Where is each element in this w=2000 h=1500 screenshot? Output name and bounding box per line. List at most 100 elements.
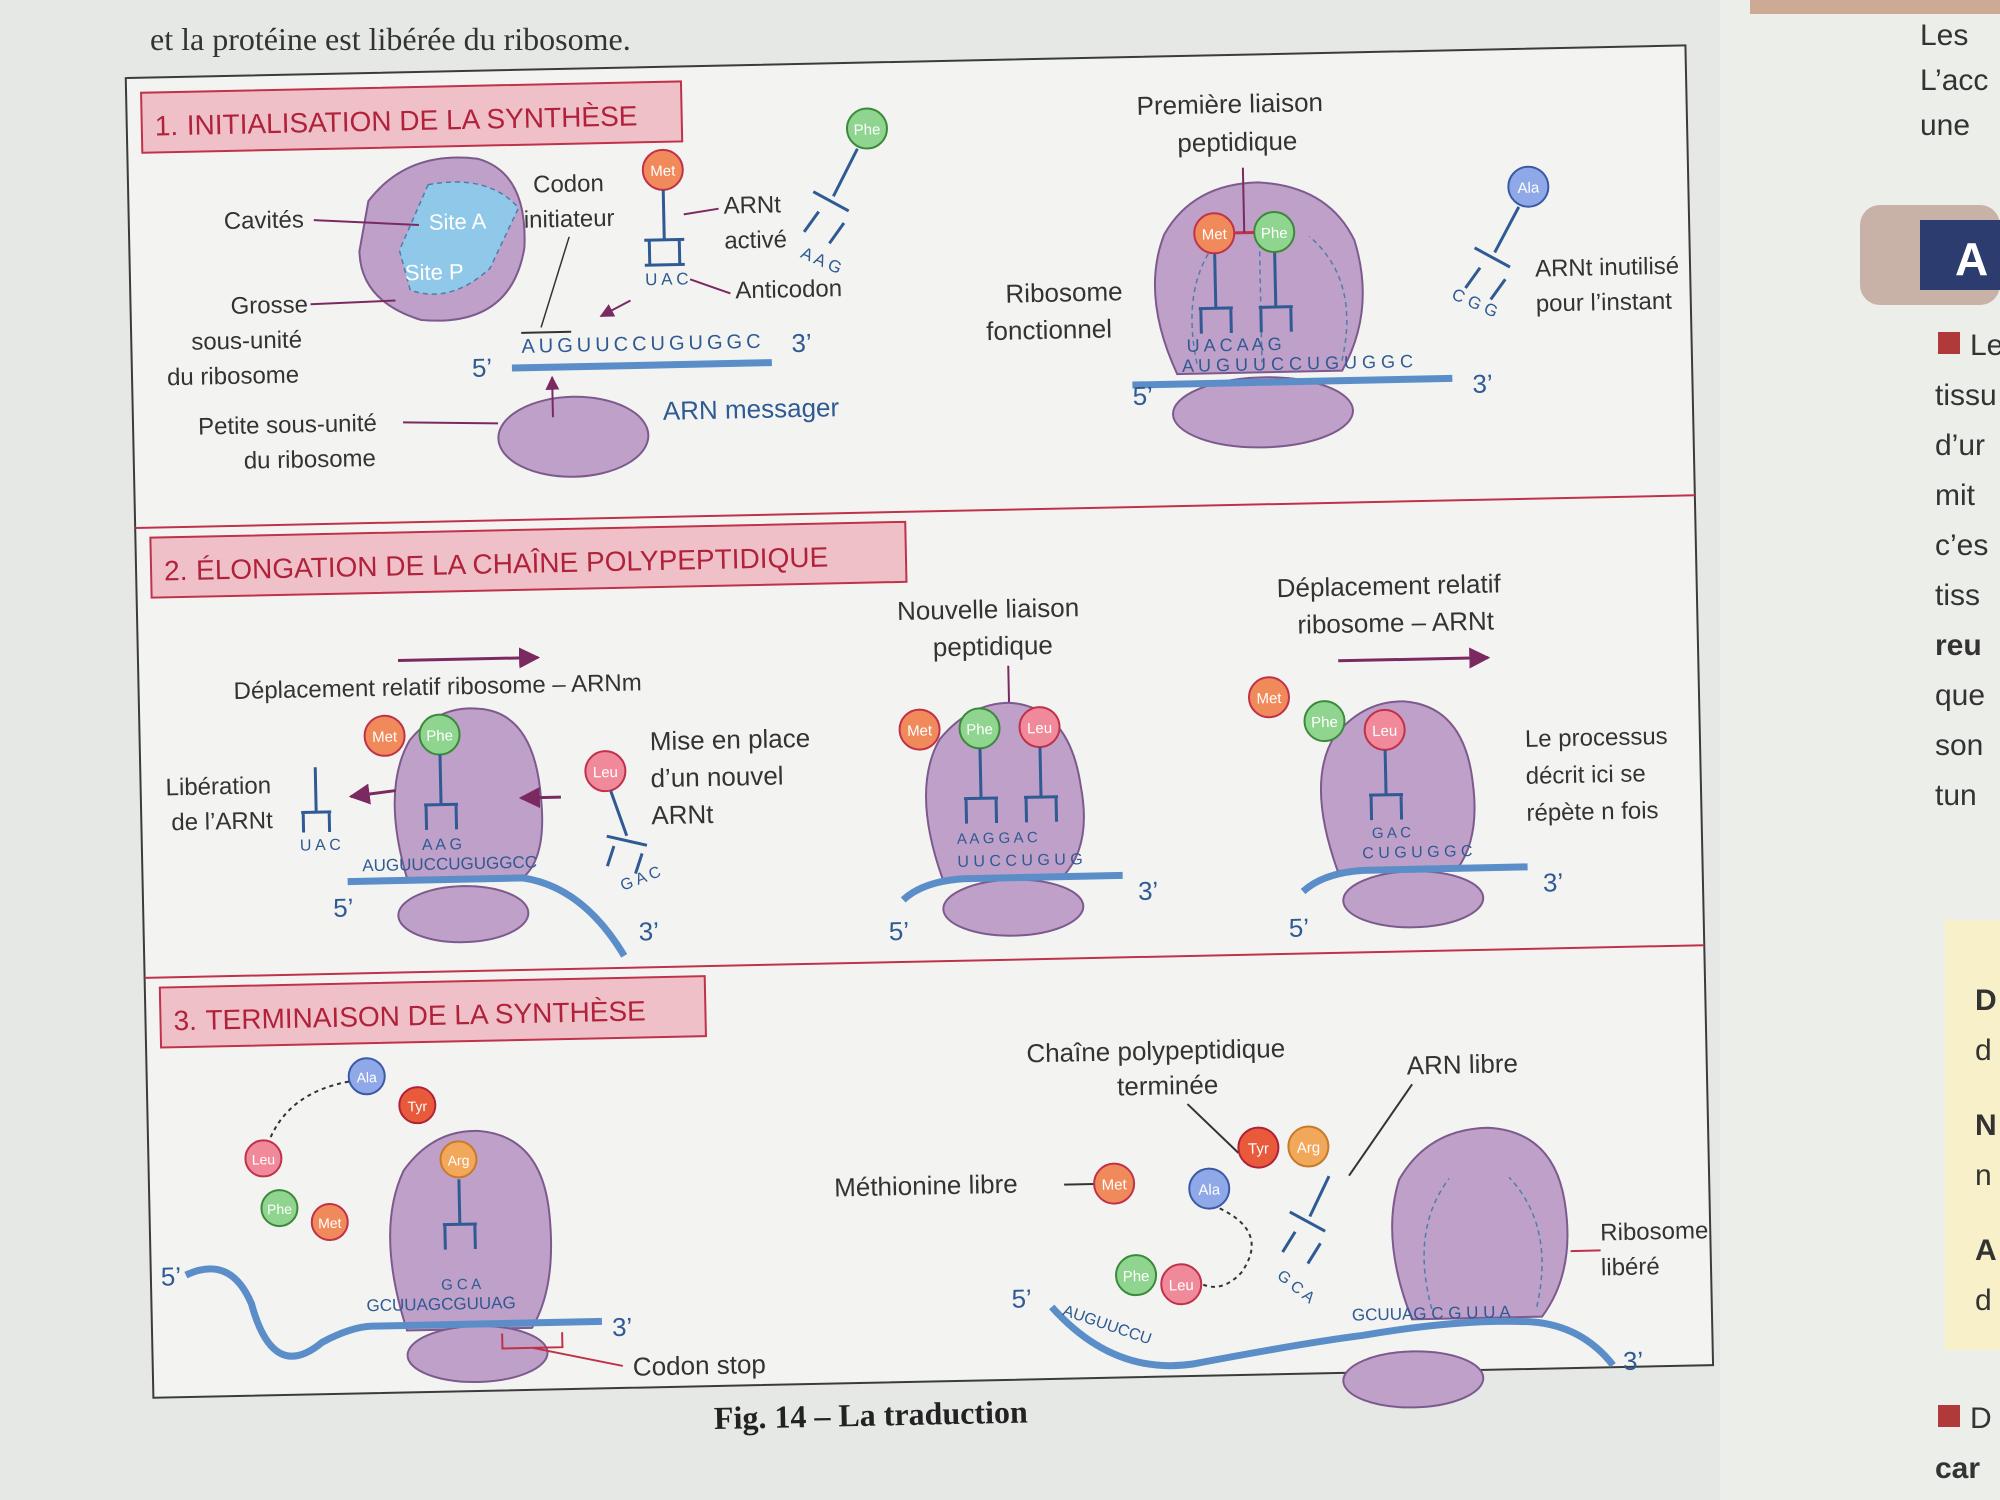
svg-text:mit: mit [1935,479,1976,512]
right-text: une [1920,109,1970,142]
ala-label-b3: Ala [1198,1181,1221,1198]
five-prime-4: 5’ [888,916,909,946]
premiere-label-1: Première liaison [1136,87,1323,121]
mise-en-place-2: d’un nouvel [650,760,784,793]
released-trna [301,767,332,833]
three-prime-7: 3’ [1623,1346,1644,1376]
processus-1: Le processus [1525,723,1668,753]
right-badge-inner [1920,220,2000,290]
chaine-1: Chaîne polypeptidique [1026,1033,1285,1068]
ribosome-small [1172,376,1354,449]
right-text: Les [1920,19,1968,52]
free-trna [1281,1175,1331,1265]
leu-label-5: Leu [1372,723,1397,741]
gac-c: G A C [1372,824,1412,842]
svg-text:d’ur: d’ur [1935,429,1985,462]
svg-text:N: N [1975,1109,1997,1142]
uac-a: U A C [300,837,341,855]
top-text: et la protéine est libérée du ribosome. [150,21,631,57]
petite-label-2: du ribosome [244,445,377,475]
premiere-label-2: peptidique [1177,126,1298,159]
arn-libre-label: ARN libre [1406,1048,1518,1080]
grosse-label-1: Grosse [230,291,308,320]
free-methionine [1093,1162,1136,1205]
svg-text:1.: 1. [154,110,178,141]
met-label-2: Met [1202,226,1228,244]
arnt-active-2: activé [724,226,787,254]
met-label: Met [650,163,676,181]
right-column-body: Le tissu d’ur mit c’es tiss reu que son … [1935,329,2000,812]
site-a-label: Site A [429,209,487,235]
met-label-3: Met [372,729,398,747]
five-prime-3: 5’ [333,892,354,922]
arnt-active-1: ARNt [723,191,781,219]
termination-diagram-a: GCUUAGCGUUAG 5’ 3’ G C A Arg Tyr Ala Leu… [161,1057,766,1384]
five-prime-6: 5’ [161,1261,182,1291]
five-prime-7: 5’ [1011,1283,1032,1313]
arnt-inutilise-2: pour l’instant [1536,288,1673,318]
processus-2: décrit ici se [1525,760,1646,790]
mrna-term-a-seq: GCUUAGCGUUAG [366,1293,516,1315]
mrna-strand-2 [1132,374,1453,389]
met-label-4: Met [907,722,933,740]
grosse-label-2: sous-unité [191,326,302,355]
processus-3: répète n fois [1526,797,1659,827]
elongation-diagram-c: Déplacement relatif ribosome – ARNt C U … [1247,568,1668,943]
methionine-label: Méthionine libre [834,1169,1018,1203]
leu-label-4: Leu [1027,720,1052,738]
right-yellow-box [1945,920,2000,1350]
phe-bead [845,107,888,150]
mrna-term-b-right: GCUUAG C G U U A [1352,1302,1512,1324]
svg-text:tun: tun [1935,779,1977,812]
section-divider [144,944,1705,979]
ribosome-libere-2: libéré [1601,1253,1660,1281]
three-prime-2: 3’ [1472,369,1493,399]
tyr-label-b3: Tyr [1248,1140,1269,1157]
mrna-term-b [1049,1304,1616,1370]
svg-text:tiss: tiss [1935,579,1980,612]
ala-bead [1507,165,1550,208]
ala-label-a: Ala [356,1069,377,1085]
svg-text:n: n [1975,1159,1992,1192]
nouvelle-2: peptidique [933,630,1054,663]
five-prime-5: 5’ [1288,912,1309,942]
phe-label-5: Phe [1311,714,1338,732]
trna-anticodon: U A C [645,269,689,289]
svg-text:Le: Le [1970,329,2000,362]
mrna-strand [511,359,772,372]
figure-frame: 1. INITIALISATION DE LA SYNTHÈSE 2. ÉLON… [124,44,1715,1436]
svg-text:D: D [1970,1402,1992,1435]
section-divider [135,494,1695,529]
svg-text:D: D [1975,984,1997,1017]
anticodon-label: Anticodon [735,275,842,304]
svg-text:reu: reu [1935,629,1982,662]
termination-diagram-b: Chaîne polypeptidique terminée ARN libre… [834,1033,1709,1409]
gca-a: G C A [441,1276,481,1294]
cavites-label: Cavités [224,206,305,235]
right-page-band [1750,0,2000,14]
mrna-term-a [184,1265,602,1360]
three-prime-6: 3’ [612,1312,633,1342]
elongation-diagram-b: Nouvelle liaison peptidique A A G G A C … [888,592,1158,946]
elongation-diagram-a: Déplacement relatif ribosome – ARNm AUGU… [165,647,810,958]
svg-text:d: d [1975,1034,1992,1067]
leu-label-a: Leu [593,764,618,782]
met-label-a3: Met [318,1215,342,1231]
tyr-label-a: Tyr [407,1098,427,1114]
met-label-b3: Met [1101,1176,1127,1194]
three-prime: 3’ [791,328,812,358]
mise-en-place-1: Mise en place [649,723,810,756]
grosse-label-3: du ribosome [167,362,300,392]
arg-label-a: Arg [447,1152,469,1168]
figure-caption: Fig. 14 – La traduction [714,1393,1029,1436]
liberation-2: de l’ARNt [171,807,273,836]
small-subunit [497,395,650,478]
released-small-subunit [1342,1350,1485,1409]
svg-text:2.: 2. [164,555,188,586]
mrna-b-seq: U U C C U G U G [957,851,1083,871]
three-prime-3: 3’ [638,916,659,946]
phe-label-a3: Phe [267,1201,292,1218]
ala-label: Ala [1517,179,1540,196]
section-header-3: 3. TERMINAISON DE LA SYNTHÈSE [158,975,707,1049]
